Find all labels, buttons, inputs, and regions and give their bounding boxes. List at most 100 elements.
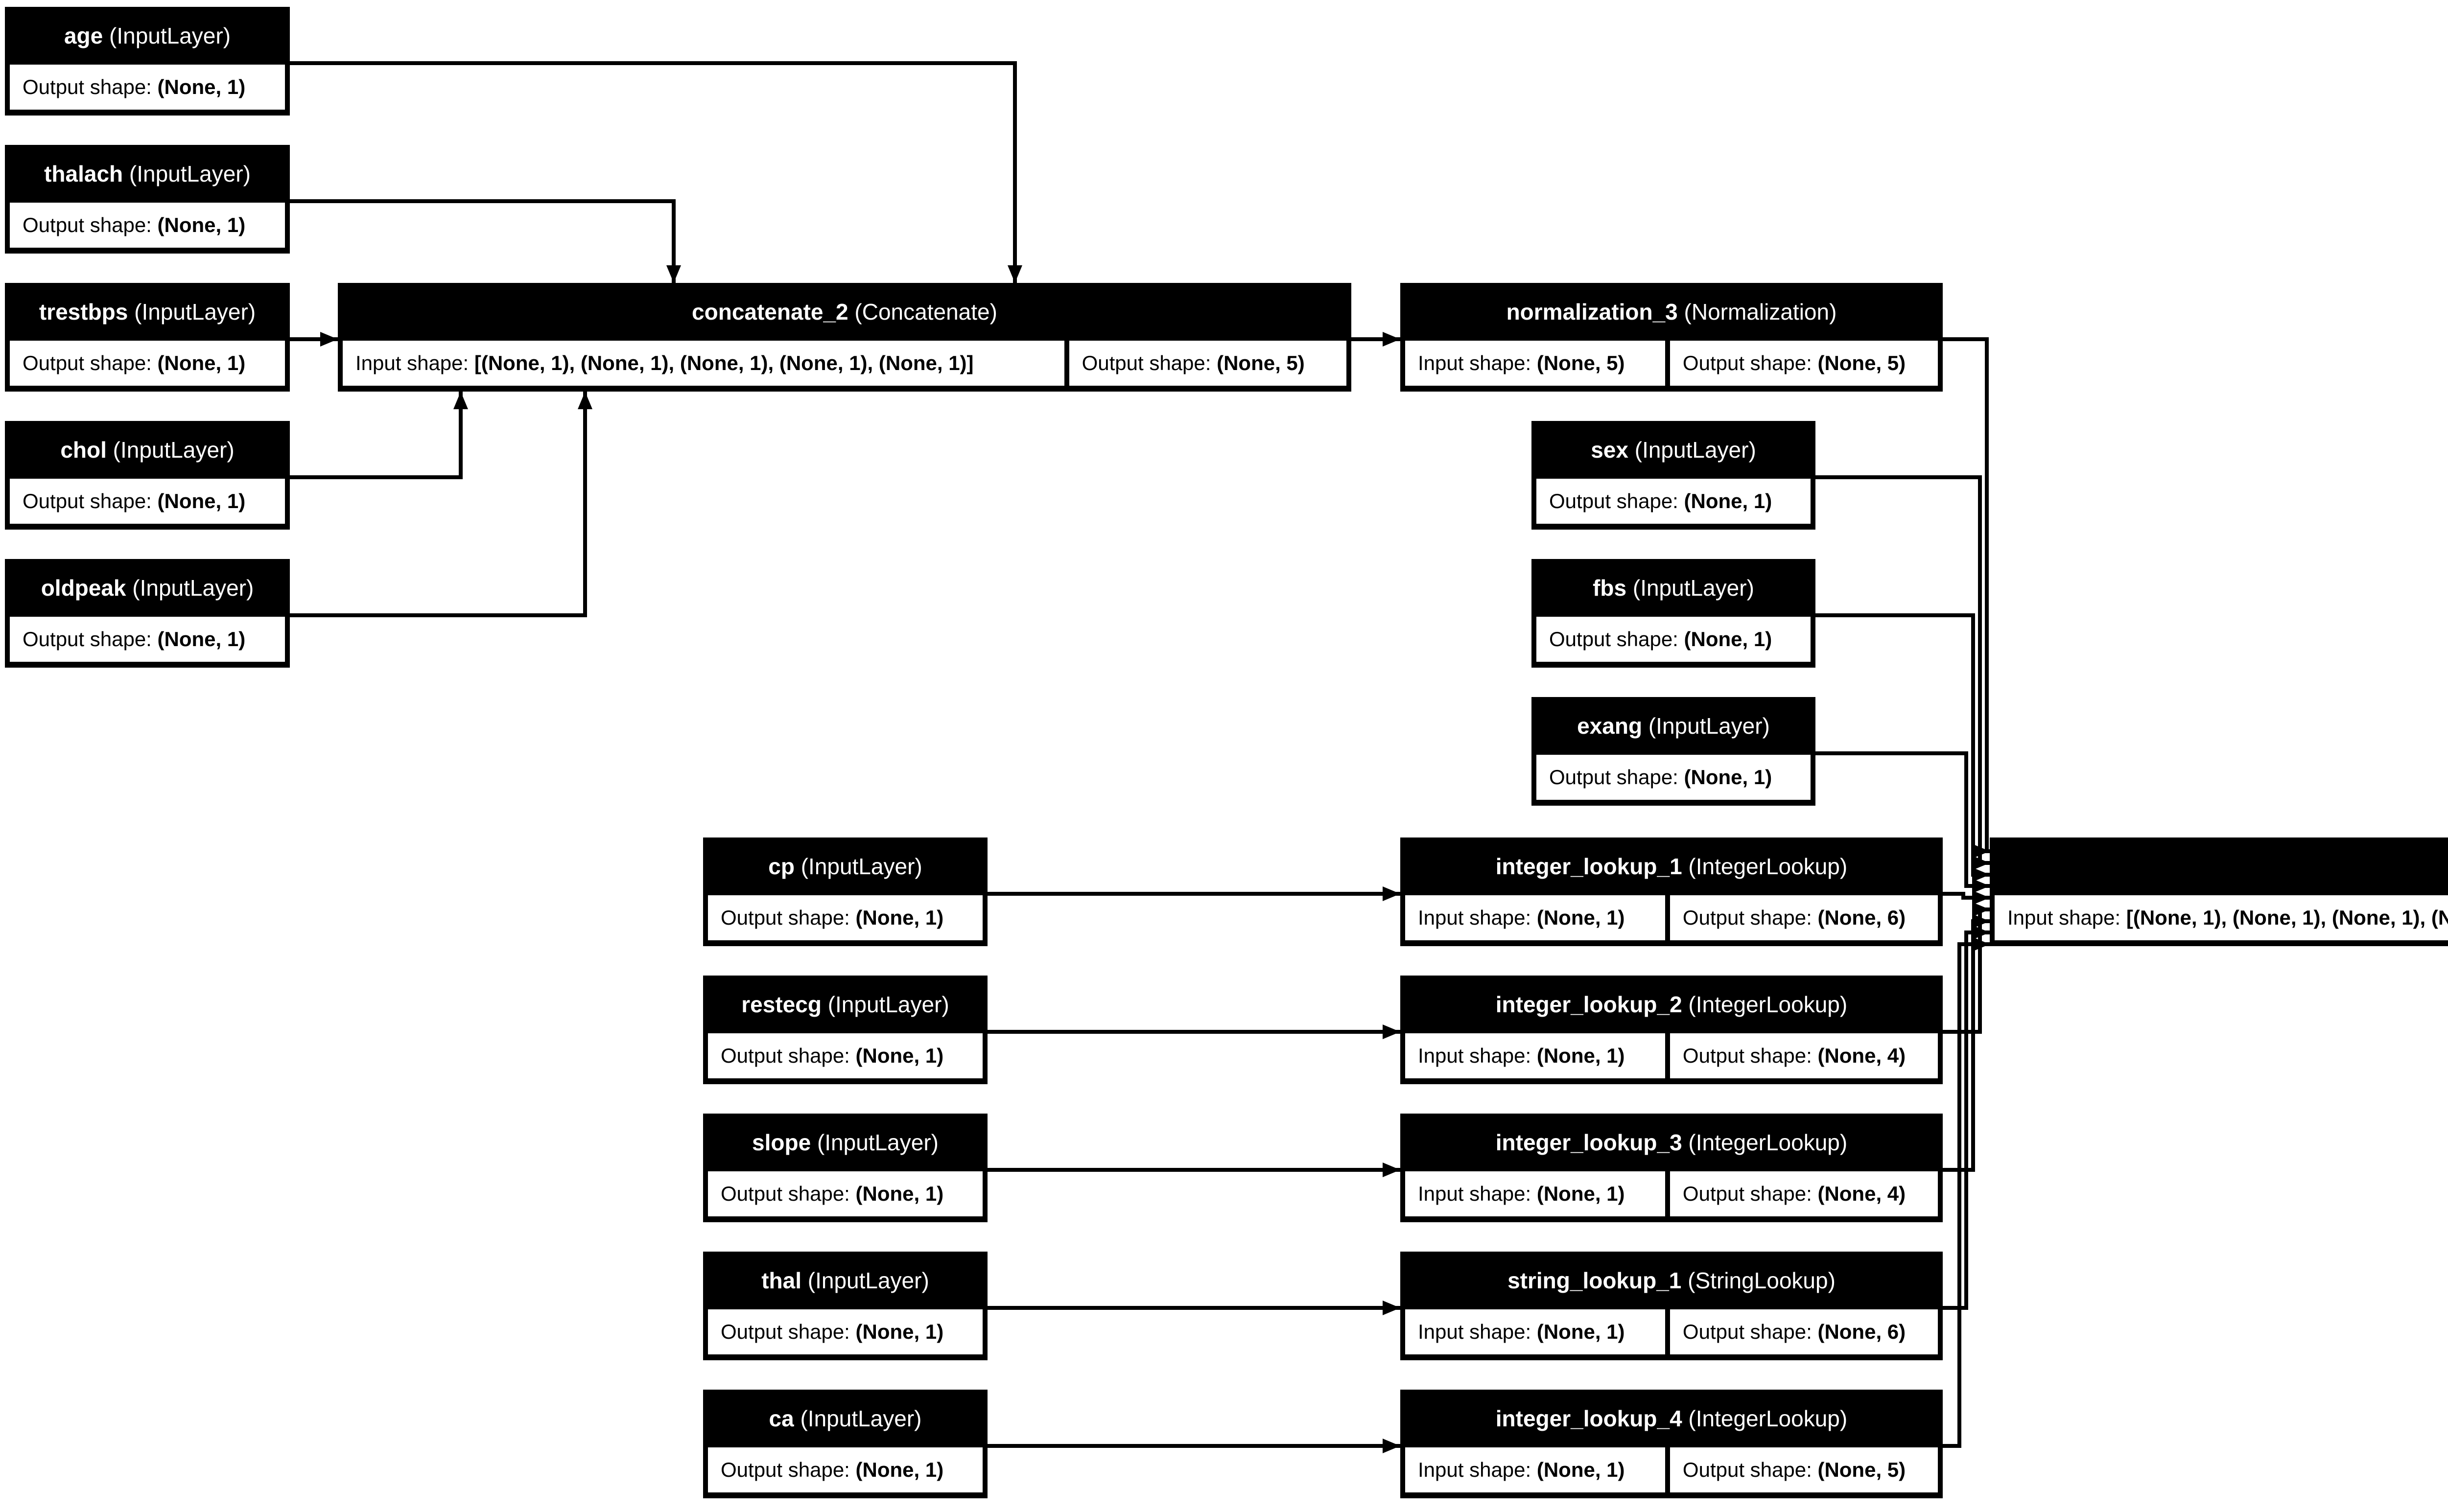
layer-output-shape-cell: Output shape: (None, 1) (10, 203, 285, 248)
layer-title: exang (InputLayer) (1531, 697, 1815, 755)
output-shape-value: (None, 6) (1817, 906, 1906, 929)
arrowhead-ca-to-integer_lookup_4 (1383, 1439, 1400, 1453)
layer-title: sex (InputLayer) (1531, 421, 1815, 479)
layer-title: concatenate_3 (Concatenate) (1990, 837, 2448, 895)
layer-type: (Concatenate) (848, 299, 997, 325)
layer-concatenate_2: concatenate_2 (Concatenate) Input shape: … (338, 283, 1351, 392)
layer-shape-row: Output shape: (None, 1) (10, 65, 285, 110)
layer-name: integer_lookup_4 (1495, 1406, 1682, 1431)
layer-type: (IntegerLookup) (1682, 854, 1848, 879)
layer-output-shape-cell: Output shape: (None, 6) (1670, 895, 1938, 940)
output-shape-value: (None, 4) (1817, 1182, 1906, 1205)
layer-integer_lookup_3: integer_lookup_3 (IntegerLookup)Input sh… (1400, 1114, 1943, 1222)
layer-type: (InputLayer) (106, 437, 235, 463)
layer-type: (InputLayer) (1642, 713, 1770, 739)
layer-name: slope (752, 1130, 811, 1155)
input-shape-label: Input shape: (1418, 906, 1537, 929)
layer-name: concatenate_2 (692, 299, 848, 325)
layer-integer_lookup_4: integer_lookup_4 (IntegerLookup)Input sh… (1400, 1390, 1943, 1498)
layer-name: sex (1591, 437, 1628, 463)
layer-output-shape-cell: Output shape: (None, 6) (1670, 1309, 1938, 1354)
output-shape-value: (None, 1) (157, 489, 246, 512)
layer-type: (InputLayer) (128, 299, 256, 325)
layer-string_lookup_1: string_lookup_1 (StringLookup)Input shap… (1400, 1252, 1943, 1360)
layer-shape-row: Output shape: (None, 1) (708, 1033, 983, 1078)
arrowhead-integer_lookup_1-to-concatenate_3 (1972, 890, 1990, 905)
layer-type: (InputLayer) (123, 161, 251, 186)
layer-output-shape-cell: Output shape: (None, 1) (708, 1447, 983, 1492)
layer-type: (Normalization) (1677, 299, 1837, 325)
layer-name: chol (60, 437, 107, 463)
layer-title: trestbps (InputLayer) (5, 283, 290, 341)
layer-shape-row: Input shape: [(None, 1), (None, 1), (Non… (1995, 895, 2448, 940)
layer-type: (InputLayer) (794, 1406, 922, 1431)
output-shape-label: Output shape: (1549, 766, 1684, 789)
output-shape-label: Output shape: (1682, 1044, 1818, 1067)
output-shape-value: (None, 1) (855, 1458, 944, 1481)
output-shape-value: (None, 5) (1817, 1458, 1906, 1481)
layer-shape-row: Output shape: (None, 1) (10, 203, 285, 248)
layer-title: age (InputLayer) (5, 7, 290, 65)
output-shape-value: (None, 1) (855, 1044, 944, 1067)
output-shape-label: Output shape: (1549, 628, 1684, 651)
layer-title: thal (InputLayer) (703, 1252, 988, 1309)
output-shape-label: Output shape: (23, 628, 158, 651)
layer-sex: sex (InputLayer)Output shape: (None, 1) (1531, 421, 1815, 530)
layer-output-shape-cell: Output shape: (None, 4) (1670, 1033, 1938, 1078)
layer-chol: chol (InputLayer)Output shape: (None, 1) (5, 421, 290, 530)
layer-input-shape-cell: Input shape: (None, 1) (1405, 1447, 1665, 1492)
layer-shape-row: Input shape: (None, 5)Output shape: (Non… (1405, 341, 1938, 386)
layer-shape-row: Input shape: (None, 1)Output shape: (Non… (1405, 895, 1938, 940)
layer-title: thalach (InputLayer) (5, 145, 290, 203)
arrowhead-thalach-to-concatenate_2 (666, 265, 681, 283)
layer-title: cp (InputLayer) (703, 837, 988, 895)
layer-shape-row: Output shape: (None, 1) (708, 1171, 983, 1216)
edge-chol-to-concatenate_2 (290, 392, 463, 479)
arrowhead-age-to-concatenate_2 (1008, 265, 1022, 283)
layer-name: oldpeak (41, 575, 126, 601)
output-shape-value: (None, 1) (1684, 628, 1772, 651)
output-shape-value: (None, 1) (157, 213, 246, 236)
layer-type: (InputLayer) (801, 1268, 929, 1293)
arrowhead-oldpeak-to-concatenate_2 (578, 392, 592, 409)
layer-name: trestbps (39, 299, 128, 325)
layer-shape-row: Input shape: (None, 1)Output shape: (Non… (1405, 1171, 1938, 1216)
layer-title: integer_lookup_4 (IntegerLookup) (1400, 1390, 1943, 1447)
output-shape-value: (None, 1) (1684, 489, 1772, 512)
layer-name: ca (769, 1406, 794, 1431)
layer-shape-row: Input shape: [(None, 1), (None, 1), (Non… (343, 341, 1346, 386)
arrowhead-cp-to-integer_lookup_1 (1383, 886, 1400, 901)
layer-name: thal (761, 1268, 801, 1293)
layer-name: string_lookup_1 (1507, 1268, 1682, 1293)
output-shape-label: Output shape: (721, 1182, 856, 1205)
layer-shape-row: Output shape: (None, 1) (1536, 755, 1811, 800)
arrowhead-string_lookup_1-to-concatenate_3 (1972, 925, 1990, 940)
input-shape-label: Input shape: (355, 351, 474, 374)
layer-shape-row: Output shape: (None, 1) (1536, 617, 1811, 662)
layer-integer_lookup_1: integer_lookup_1 (IntegerLookup)Input sh… (1400, 837, 1943, 946)
layer-name: restecg (741, 992, 822, 1017)
layer-type: (IntegerLookup) (1682, 1406, 1848, 1431)
layer-output-shape-cell: Output shape: (None, 1) (708, 1033, 983, 1078)
layer-restecg: restecg (InputLayer)Output shape: (None,… (703, 976, 988, 1084)
layer-input-shape-cell: Input shape: [(None, 1), (None, 1), (Non… (343, 341, 1064, 386)
layer-output-shape-cell: Output shape: (None, 1) (1536, 617, 1811, 662)
output-shape-label: Output shape: (1682, 1458, 1818, 1481)
arrowhead-fbs-to-concatenate_3 (1972, 867, 1990, 882)
input-shape-label: Input shape: (1418, 1458, 1537, 1481)
arrowhead-concatenate_2-to-normalization_3 (1383, 332, 1400, 347)
layer-shape-row: Output shape: (None, 1) (708, 1447, 983, 1492)
arrowhead-integer_lookup_3-to-concatenate_3 (1972, 914, 1990, 929)
input-shape-value: (None, 1) (1536, 1320, 1625, 1343)
arrowhead-restecg-to-integer_lookup_2 (1383, 1024, 1400, 1039)
layer-input-shape-cell: Input shape: (None, 1) (1405, 1171, 1665, 1216)
layer-concatenate_3: concatenate_3 (Concatenate)Input shape: … (1990, 837, 2448, 946)
layer-type: (InputLayer) (126, 575, 254, 601)
arrowhead-slope-to-integer_lookup_3 (1383, 1163, 1400, 1177)
layer-thal: thal (InputLayer)Output shape: (None, 1) (703, 1252, 988, 1360)
layer-shape-row: Output shape: (None, 1) (10, 617, 285, 662)
output-shape-value: (None, 1) (157, 628, 246, 651)
input-shape-value: (None, 5) (1536, 351, 1625, 374)
edge-oldpeak-to-concatenate_2 (290, 392, 587, 617)
